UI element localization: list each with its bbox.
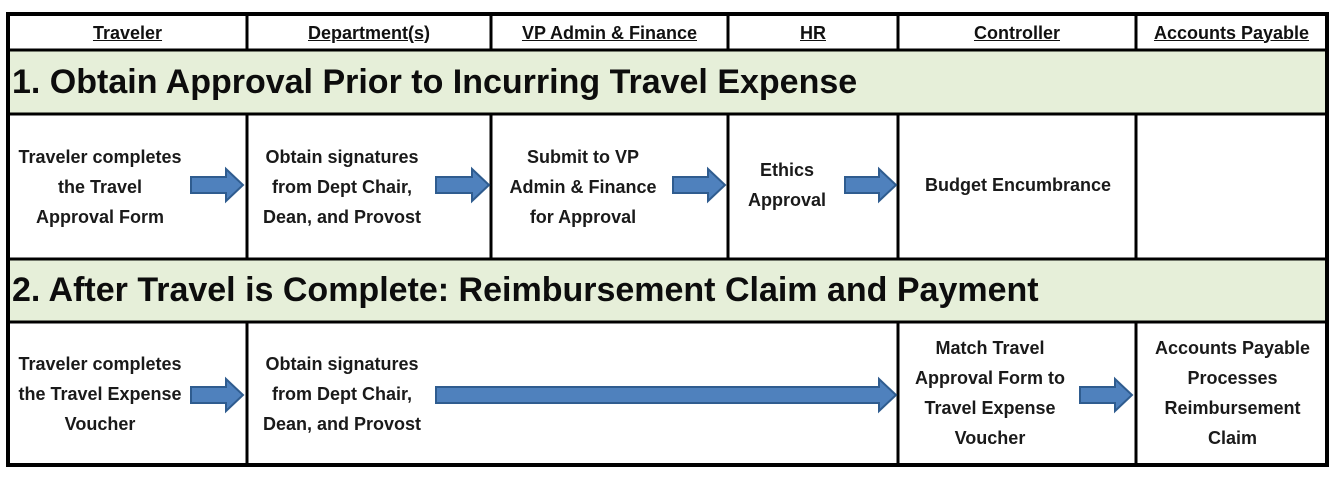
column-header-vp-admin-finance: VP Admin & Finance [521,22,698,43]
flow-arrow-right-icon [435,166,491,204]
section1-band [8,50,1327,114]
section2-title: 2. After Travel is Complete: Reimburseme… [12,271,1039,309]
step-match-approval-voucher: Match Travel Approval Form to Travel Exp… [914,337,1065,448]
step-ethics-approval: Ethics Approval [747,160,826,210]
flow-arrow-right-icon [672,166,727,204]
section1-title: 1. Obtain Approval Prior to Incurring Tr… [12,62,858,101]
flow-arrow-right-icon [844,166,898,204]
column-header-departments: Department(s) [307,22,431,43]
column-header-controller: Controller [973,22,1060,43]
step-budget-encumbrance: Budget Encumbrance [924,175,1112,195]
outer-border [6,12,1329,467]
column-header-hr: HR [800,22,826,43]
step-accounts-payable-empty [1138,116,1327,258]
section2-band [8,259,1327,322]
column-header-accounts-payable: Accounts Payable [1153,22,1310,43]
flow-arrow-right-icon [190,166,245,204]
flow-arrow-right-icon [1079,376,1134,414]
step-dept-signatures: Obtain signatures from Dept Chair, Dean,… [262,147,422,227]
column-header-traveler: Traveler [92,22,163,43]
step-traveler-expense-voucher: Traveler completes the Travel Expense Vo… [18,354,182,434]
step-dept-signatures-voucher: Obtain signatures from Dept Chair, Dean,… [262,354,422,434]
step-traveler-approval-form: Traveler completes the Travel Approval F… [18,147,182,227]
flow-arrow-right-icon [190,376,245,414]
step-process-reimbursement: Accounts Payable Processes Reimbursement… [1154,337,1311,448]
step-vp-approval: Submit to VP Admin & Finance for Approva… [509,147,657,227]
flow-arrow-long-right-icon [435,376,898,414]
